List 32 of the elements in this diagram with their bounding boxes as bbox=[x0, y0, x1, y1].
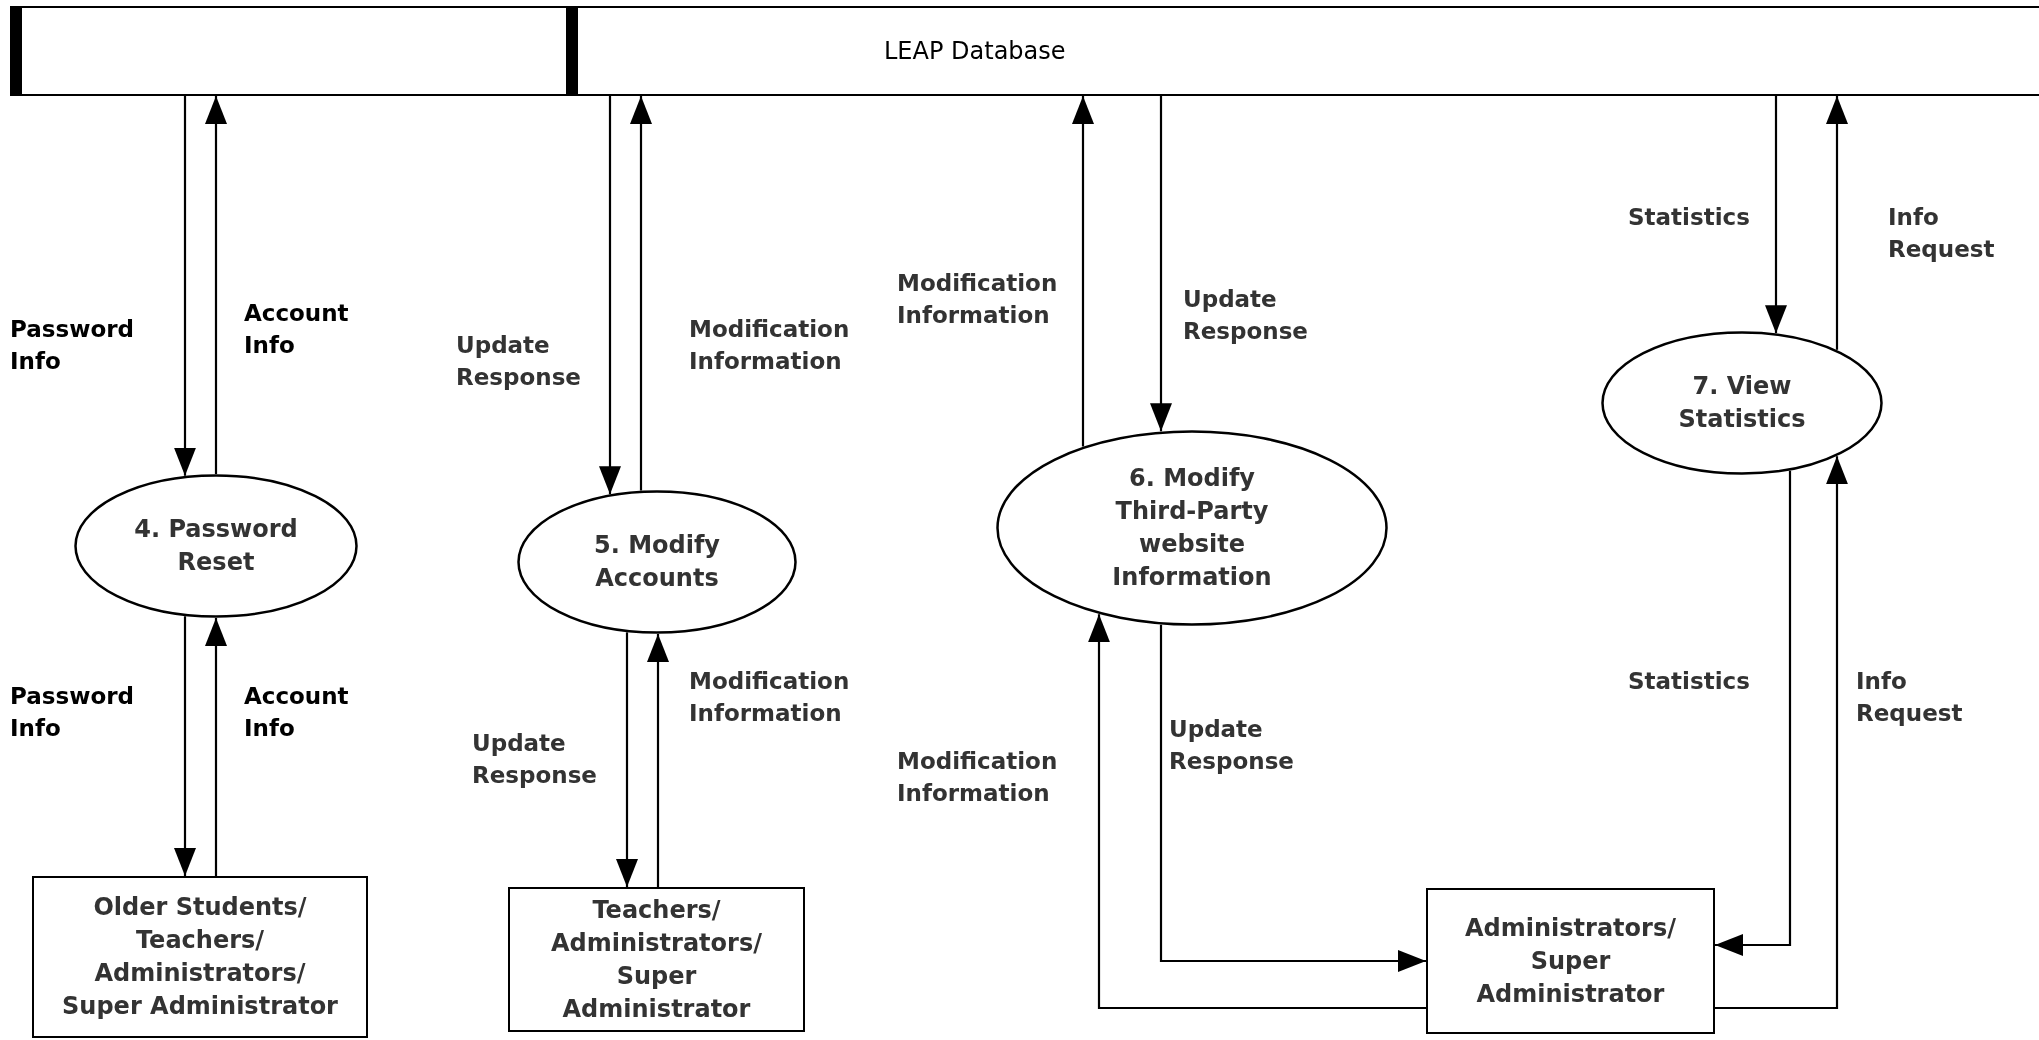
flow-arrow bbox=[1088, 614, 1426, 1010]
entity-label: Teachers/ Administrators/ Super Administrator bbox=[550, 894, 763, 1025]
flow-arrow bbox=[1159, 624, 1426, 972]
flow-arrow bbox=[599, 96, 621, 495]
flow-arrow bbox=[647, 634, 669, 887]
data-store bbox=[10, 6, 2039, 96]
flow-arrow bbox=[1072, 96, 1094, 447]
flow-arrow bbox=[1765, 96, 1787, 334]
flow-arrow bbox=[1826, 96, 1848, 350]
process-ellipse bbox=[996, 430, 1388, 626]
process-label: 4. Password Reset bbox=[133, 514, 299, 578]
entity-box bbox=[508, 887, 805, 1032]
entity-box bbox=[32, 876, 368, 1038]
entity-box bbox=[1426, 888, 1715, 1034]
process-label: 5. Modify Accounts bbox=[592, 530, 721, 594]
flow-arrow bbox=[174, 96, 196, 476]
process-label: 7. View Statistics bbox=[1677, 371, 1807, 435]
flow-arrow bbox=[174, 616, 196, 876]
store-label: LEAP Database bbox=[884, 35, 1067, 67]
process-ellipse bbox=[517, 490, 797, 634]
process-ellipse bbox=[1601, 331, 1883, 475]
entity-label: Administrators/ Super Administrator bbox=[1464, 912, 1677, 1010]
process-label: 6. Modify Third-Party website Information bbox=[1111, 463, 1273, 593]
flow-arrow bbox=[630, 96, 652, 491]
flow-arrow bbox=[205, 618, 227, 876]
flow-arrow bbox=[1715, 470, 1792, 956]
entity-label: Older Students/ Teachers/ Administrators/ Super Administrator bbox=[61, 892, 339, 1022]
flow-arrow bbox=[616, 632, 638, 887]
flow-arrow bbox=[1715, 456, 1848, 1010]
process-ellipse bbox=[74, 474, 358, 618]
flow-arrow bbox=[1150, 96, 1172, 432]
flow-arrow bbox=[205, 96, 227, 474]
